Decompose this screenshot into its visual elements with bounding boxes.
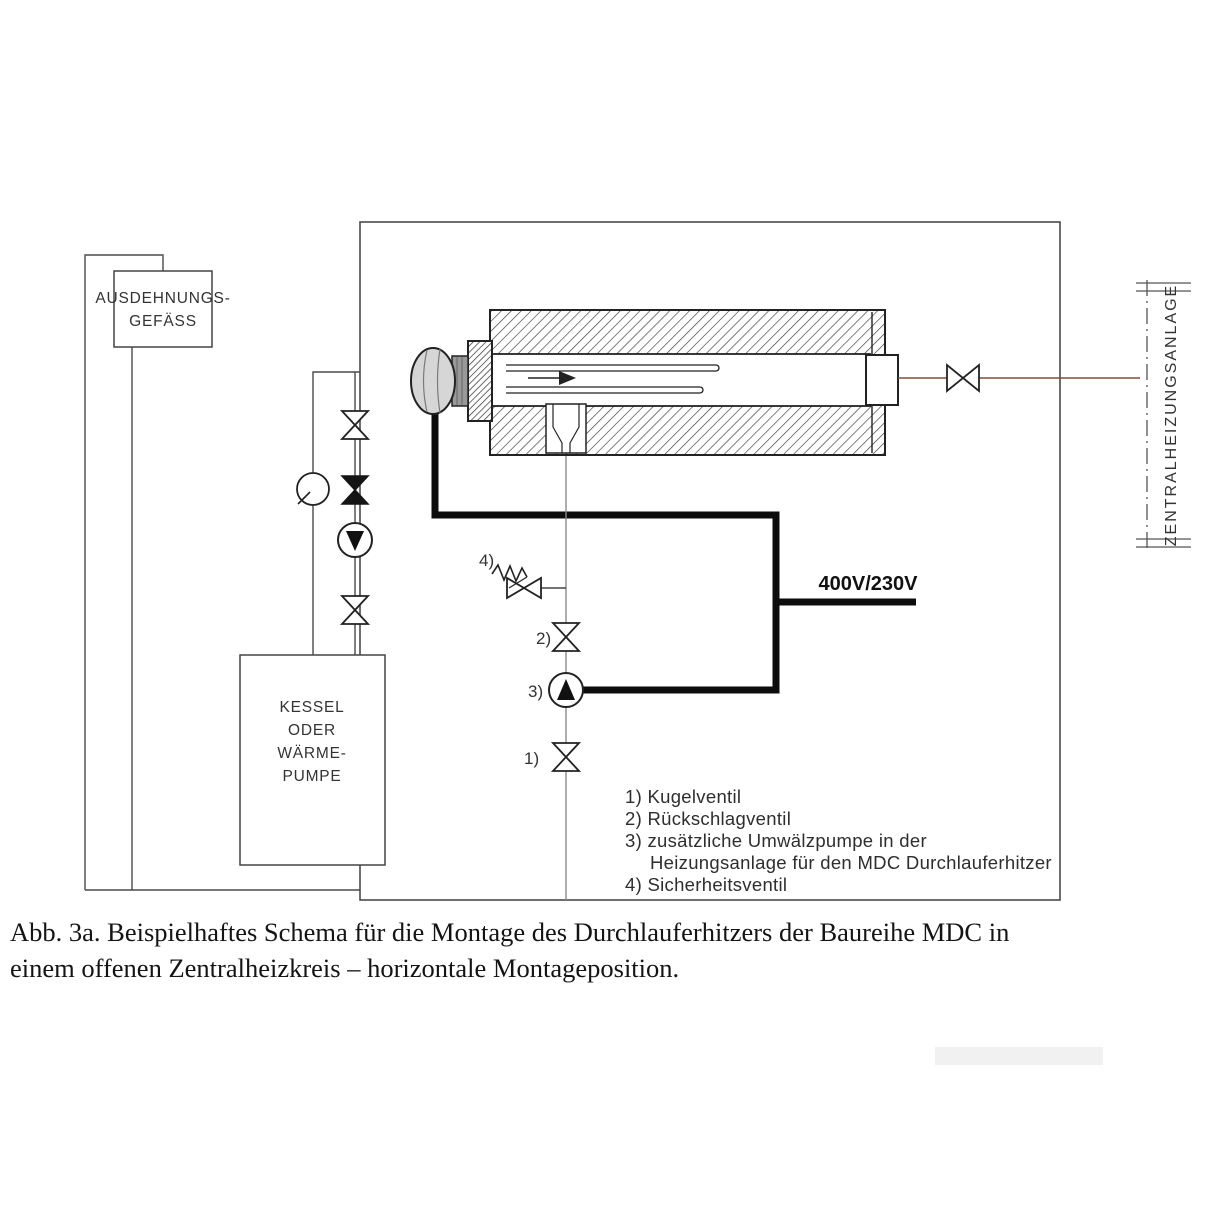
valve-triangle — [946, 363, 965, 393]
outlet-piping — [898, 363, 1140, 393]
element-bend — [715, 364, 720, 372]
expansion-vessel: AUSDEHNUNGS- GEFÄSS — [95, 270, 230, 348]
marker-4: 4) — [479, 551, 494, 570]
flow-arrow-head — [559, 371, 576, 385]
figure-caption: Abb. 3a. Beispielhaftes Schema für die M… — [10, 917, 1009, 983]
return-riser-pipe — [312, 371, 360, 655]
heater-inlet-port — [545, 403, 587, 454]
safety-valve-icon — [491, 563, 566, 600]
boiler-box — [239, 654, 386, 866]
valve-triangle — [550, 742, 582, 759]
boiler-unit: KESSEL ODER WÄRME- PUMPE — [239, 654, 386, 866]
power-cable — [431, 412, 780, 694]
expansion-vessel-label-line1: AUSDEHNUNGS- — [95, 290, 230, 307]
cap-ridge — [422, 349, 428, 413]
power-label: 400V/230V — [819, 573, 919, 595]
caption-line-1: Abb. 3a. Beispielhaftes Schema für die M… — [10, 917, 1009, 947]
heater-terminal-cap — [410, 347, 456, 415]
outer-enclosure-outline — [359, 221, 1061, 901]
central-heating-terminal: ZENTRALHEIZUNGSANLAGE — [1136, 280, 1191, 550]
extra-pump-icon — [548, 672, 584, 708]
power-cabling: 400V/230V — [431, 412, 919, 694]
marker-3: 3) — [528, 682, 543, 701]
legend-line-1: 1) Kugelventil — [625, 786, 741, 807]
heating-element-rods — [506, 364, 720, 394]
valve-triangle — [550, 755, 582, 772]
gauge-needle — [297, 491, 311, 505]
ball-valve-icon — [550, 742, 582, 772]
valve-triangle — [340, 488, 370, 505]
center-pipe-components: 4) 2) 3) 1) — [479, 551, 584, 772]
spring-icon — [491, 563, 528, 584]
valve-triangle — [550, 622, 582, 639]
boiler-label-line2: ODER — [288, 722, 336, 739]
central-heating-label: ZENTRALHEIZUNGSANLAGE — [1163, 284, 1180, 546]
valve-triangle — [339, 595, 371, 612]
check-valve-icon — [550, 622, 582, 652]
check-valve-icon — [340, 475, 370, 505]
gauge-icon — [296, 472, 330, 506]
boiler-label-line3: WÄRME- — [277, 745, 346, 762]
outlet-valve-icon — [946, 363, 980, 393]
legend-block: 1) Kugelventil 2) Rückschlagventil 3) zu… — [625, 786, 1052, 895]
inlet-port-box — [545, 403, 587, 454]
legend-line-4: Heizungsanlage für den MDC Durchlauferhi… — [650, 852, 1052, 873]
valve-triangle — [506, 576, 526, 600]
expansion-vessel-label-line2: GEFÄSS — [129, 313, 197, 330]
pump-rotor — [346, 531, 364, 551]
valve-triangle — [339, 410, 371, 427]
boiler-label-line1: KESSEL — [279, 699, 344, 716]
valve-triangle — [550, 635, 582, 652]
legend-line-5: 4) Sicherheitsventil — [625, 874, 787, 895]
element-bend — [699, 386, 704, 394]
caption-line-2: einem offenen Zentralheizkreis – horizon… — [10, 953, 679, 983]
flow-arrow-icon — [528, 371, 576, 385]
expansion-vessel-box — [113, 270, 213, 348]
circulation-pump-icon — [337, 522, 373, 558]
shutoff-valve-icon — [339, 410, 371, 440]
legend-line-2: 2) Rückschlagventil — [625, 808, 791, 829]
spring-link — [508, 576, 528, 589]
valve-triangle — [340, 475, 370, 492]
heater-outlet-port — [865, 354, 899, 406]
valve-triangle — [339, 423, 371, 440]
heater-flange — [467, 340, 493, 422]
left-outer-pipe — [84, 254, 164, 890]
valve-triangle — [339, 608, 371, 625]
flow-heater-assembly — [410, 309, 899, 456]
watermark-artifact — [935, 1047, 1103, 1065]
boiler-label-line4: PUMPE — [282, 768, 341, 785]
cap-ridge — [436, 348, 441, 414]
heater-water-cavity — [491, 353, 871, 407]
marker-2: 2) — [536, 629, 551, 648]
valve-triangle — [522, 576, 542, 600]
marker-1: 1) — [524, 749, 539, 768]
legend-line-3: 3) zusätzliche Umwälzpumpe in der — [625, 830, 927, 851]
inlet-funnel — [552, 404, 580, 453]
shutoff-valve-icon — [339, 595, 371, 625]
valve-triangle — [961, 363, 980, 393]
pump-rotor — [557, 679, 575, 700]
left-riser-components — [296, 410, 373, 625]
